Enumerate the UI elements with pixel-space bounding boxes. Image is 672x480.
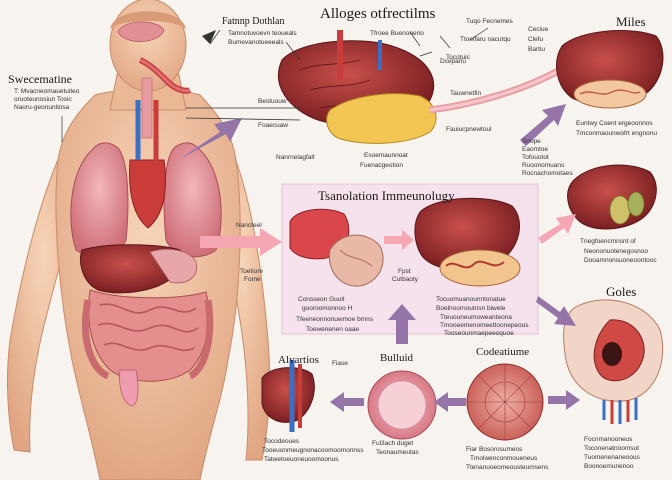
- center-left-1: Nancteel: [236, 222, 262, 229]
- goles-title: Goles: [606, 284, 637, 299]
- flow-arrows: [61, 30, 580, 412]
- center-mid-1: Fpst: [398, 268, 411, 275]
- alvartios-graphic: [261, 360, 315, 432]
- left-title: Swecematine: [8, 72, 72, 86]
- liver-label-b: Dcepanu: [440, 58, 467, 65]
- upper-mid-3: Nanrnelagfalt: [276, 154, 315, 161]
- liver-label-d: Fauiucpnewtoul: [446, 126, 492, 133]
- center-title: Tsanolation Immeunolugy: [318, 188, 455, 203]
- center-cap-3: Tfeeneonnonuwmoe bmns: [296, 316, 373, 323]
- top-sub-1: Tuqo Fecnemes: [466, 18, 513, 25]
- bulluid-cap-1: Ful3ach duget: [372, 440, 414, 447]
- top-sub-2: Ttoelfaru nacutqu: [460, 36, 511, 43]
- upper-mid-2: Foaecuaw: [258, 122, 288, 129]
- right-mid-1: Tnegfoencmnsnt of: [580, 238, 636, 245]
- head-sub-1: Tamnotuvoevn teoueals: [228, 30, 297, 37]
- goles-section: [563, 299, 664, 424]
- goles-sub-3: Tuomenenaneoous: [584, 454, 640, 461]
- center-cap-5: Tocuomuanounntonatue: [436, 296, 506, 303]
- alvartios-title: Alvartios: [278, 354, 319, 366]
- left-sub-2: oruoteunosiun Tosic: [14, 96, 72, 103]
- top-sub-6: Bartiu: [528, 46, 545, 53]
- alvartios-cap-2: Tooeuonmeugnonacoomoomonnss: [262, 447, 364, 454]
- top-sub-3: Tocotuic: [446, 54, 470, 61]
- center-cap-2: gooroomonnoo H: [302, 305, 353, 312]
- right-mid-3: Dooamnonsuoneoontooc: [584, 257, 657, 264]
- top-sub-4: Ceciue: [528, 26, 549, 33]
- center-left-3: Fome: [244, 276, 261, 283]
- goles-sub-1: Focnmanooneus: [584, 436, 633, 443]
- miles-sub-2: Tmconmaounwofrt engnonu: [576, 130, 657, 137]
- center-cap-7: Tteuouneumoweanteona: [440, 314, 512, 321]
- alvartios-cap-1: Tocodeoues: [264, 438, 300, 445]
- alvartios-cap-3: Tatwetoeuoneuoomoonus: [264, 456, 339, 463]
- codeatiume-cap-2: Tmolwenconmoueneus: [470, 455, 538, 462]
- bulluid-cap-2: Teonaumeutas: [376, 449, 419, 456]
- center-cap-4: Toewenenen oaae: [306, 326, 360, 333]
- head-title: Fatnnp Dothlan: [222, 16, 285, 27]
- center-cap-8: Tmooeemenomeettoonepeous: [440, 322, 529, 329]
- codeatiume-title: Codeatiume: [476, 346, 530, 358]
- left-sub-1: T: Mvacneomauetuiteo: [14, 88, 80, 95]
- alvartios-sub: Fiase: [332, 360, 348, 367]
- left-sub-3: Naoru-geonuntiosa: [14, 104, 70, 111]
- codeatiume-cap-3: Ttenanuoeomeousteumsens: [466, 464, 549, 471]
- center-cap-9: Tooseounmaepeeoquoe: [444, 330, 514, 337]
- codeatiume-graphic: [466, 363, 544, 441]
- center-left-2: Toetiore: [240, 268, 264, 275]
- center-cap-6: Boelnoornoutnsn biwele: [436, 305, 506, 312]
- miles-list-4: Ruoonomuans: [522, 162, 565, 169]
- upper-mid-5: Fuenacgeotion: [360, 162, 404, 169]
- liver-label-c: Tauwnetfin: [450, 90, 482, 97]
- miles-list-2: Eaomtoe: [522, 146, 549, 153]
- bulluid-graphic: [367, 370, 437, 440]
- panel-organs: [289, 197, 521, 287]
- miles-title: Miles: [616, 14, 646, 29]
- bulluid-title: Bulluid: [380, 352, 414, 364]
- right-mid-2: Neononuotenegosnoo: [584, 248, 648, 255]
- top-title: Alloges otfrectilms: [320, 6, 436, 22]
- top-sub-5: Clefu: [528, 36, 544, 43]
- miles-list-3: Tofouotot: [522, 154, 549, 161]
- top-organ-cluster: [209, 27, 621, 144]
- miles-list-5: Rocnachomotaes: [522, 170, 573, 177]
- head-sub-2: Bumevanotueeeals: [228, 39, 284, 46]
- human-figure: [6, 0, 271, 480]
- liver-label-a: Tfroee Buenonerio: [370, 30, 424, 37]
- upper-mid-1: Bestuouw: [258, 98, 287, 105]
- goles-sub-2: Toconenatnoomsut: [584, 445, 639, 452]
- center-mid-2: Cutbaoty: [392, 276, 419, 283]
- miles-sub-1: Euntwy Coent ergeoonnos: [576, 120, 653, 127]
- center-cap-1: Consseon Guuit: [298, 296, 345, 303]
- miles-list-1: Soope: [522, 138, 541, 145]
- codeatiume-cap-1: Fiar Bosorosumeos: [466, 446, 523, 453]
- miles-liver: [556, 30, 664, 109]
- upper-mid-4: Esoemaunnoat: [364, 152, 408, 159]
- right-mid-liver: [567, 164, 657, 230]
- goles-sub-4: Boonoemunenoo: [584, 463, 634, 470]
